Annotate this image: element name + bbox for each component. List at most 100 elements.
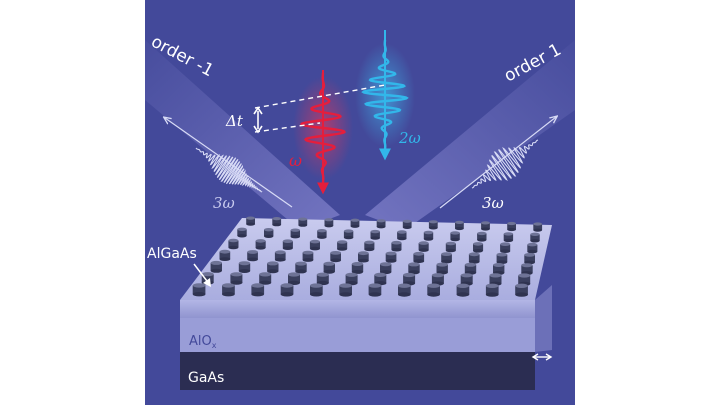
sample-block [180, 216, 552, 390]
pillar-top [413, 251, 425, 256]
pillar-top [530, 232, 540, 236]
pillar-base [423, 237, 434, 241]
pillar-top [343, 229, 354, 233]
pillar-base [238, 269, 251, 273]
pillar-top [350, 218, 360, 222]
pillar-top [280, 283, 294, 288]
pillar [398, 285, 411, 295]
pillar-base [445, 248, 456, 253]
pillar-base [527, 249, 538, 254]
pillar-base [246, 222, 256, 226]
pillar-top [238, 261, 251, 266]
pillar [460, 275, 473, 284]
pillar-base [290, 235, 300, 239]
pillar [302, 252, 314, 260]
pillar-top [364, 240, 375, 245]
pillar-base [228, 245, 239, 250]
pillar [219, 251, 231, 260]
pillar [201, 274, 214, 283]
pillar-base [302, 258, 314, 262]
pillar-base [441, 259, 452, 264]
pillar-top [533, 222, 543, 226]
pillar-base [473, 249, 483, 253]
pillar-top [222, 283, 235, 288]
width-double-arrow-icon [531, 353, 553, 361]
pillar [380, 264, 392, 273]
pillar-top [436, 262, 448, 267]
pillar [481, 222, 490, 229]
pillar-top [403, 272, 416, 278]
pillar-top [441, 252, 452, 256]
pillar-top [398, 283, 411, 288]
pillar-top [391, 240, 402, 245]
pillar-base [230, 280, 243, 285]
pillar-base [219, 257, 231, 261]
pillar [317, 230, 327, 238]
pillar [267, 263, 279, 272]
pillar-base [468, 259, 480, 264]
pillar-base [272, 223, 282, 227]
pillar-top [237, 227, 247, 231]
label-algaas: AlGaAs [147, 246, 197, 262]
blue-pulse [355, 30, 415, 161]
pillar-top [246, 216, 256, 220]
slab-right-face [535, 285, 552, 352]
pillar [402, 221, 412, 228]
pillar [489, 275, 502, 284]
pillar [323, 263, 335, 272]
pillar-top [288, 272, 300, 277]
pillar-top [295, 261, 307, 266]
pillar-base [481, 227, 490, 231]
pillar [524, 254, 535, 263]
pillar-top [489, 273, 502, 278]
pillar [272, 218, 282, 225]
pillar [251, 285, 265, 295]
pillar [436, 264, 448, 273]
pillar-base [210, 268, 222, 273]
pillar [507, 223, 516, 230]
pillar-base [264, 234, 274, 238]
pillar [521, 265, 533, 274]
pillar [473, 243, 484, 251]
pillar-base [237, 234, 247, 238]
pillar-top [431, 273, 444, 278]
pillar [295, 263, 307, 272]
pillar-top [330, 251, 342, 255]
pillar-base [515, 292, 528, 297]
pillar-base [350, 224, 360, 228]
pillar [330, 252, 341, 261]
pillar [397, 232, 407, 239]
pillar-top [385, 251, 397, 256]
pillar-top [264, 228, 274, 232]
pillar-top [345, 272, 358, 277]
pillar-array [192, 216, 543, 297]
harmonic-wave-left [165, 118, 293, 208]
pillar [441, 254, 452, 262]
pillar [408, 264, 420, 273]
harmonic-wave-right [439, 117, 556, 209]
pillar [427, 285, 440, 295]
pillar [310, 285, 323, 295]
pillar-top [358, 251, 369, 256]
pillar [515, 285, 528, 295]
pillar [246, 218, 255, 225]
label-gaas: GaAs [188, 370, 224, 386]
pillar-base [222, 292, 235, 297]
pillar [324, 219, 334, 226]
pillar-top [423, 230, 434, 235]
pillar-top [524, 253, 535, 257]
pillar-base [477, 238, 487, 242]
pillar [533, 224, 543, 231]
pillar-base [391, 247, 402, 252]
pillar [431, 275, 444, 284]
pillar-base [398, 292, 411, 297]
pillar-top [428, 220, 438, 224]
pillar-top [282, 239, 293, 243]
pillar-top [247, 250, 258, 254]
pillar [485, 285, 499, 295]
pillar-top [418, 241, 429, 245]
pillar-top [323, 261, 335, 266]
pillar-top [267, 261, 279, 266]
pillar-top [527, 242, 538, 247]
pillar-base [259, 280, 272, 285]
